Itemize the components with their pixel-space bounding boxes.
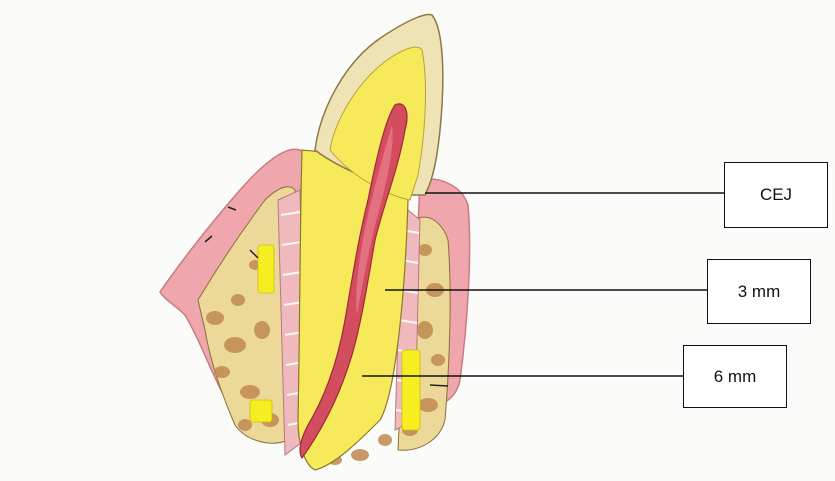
label-3mm: 3 mm: [707, 259, 811, 324]
marker-right-lower: [402, 350, 420, 430]
label-6mm: 6 mm: [683, 345, 787, 408]
marker-left-upper: [258, 245, 274, 293]
label-cej: CEJ: [724, 162, 828, 228]
label-3mm-text: 3 mm: [738, 282, 781, 302]
marker-left-lower: [250, 400, 272, 422]
label-6mm-text: 6 mm: [714, 367, 757, 387]
label-cej-text: CEJ: [760, 185, 792, 205]
